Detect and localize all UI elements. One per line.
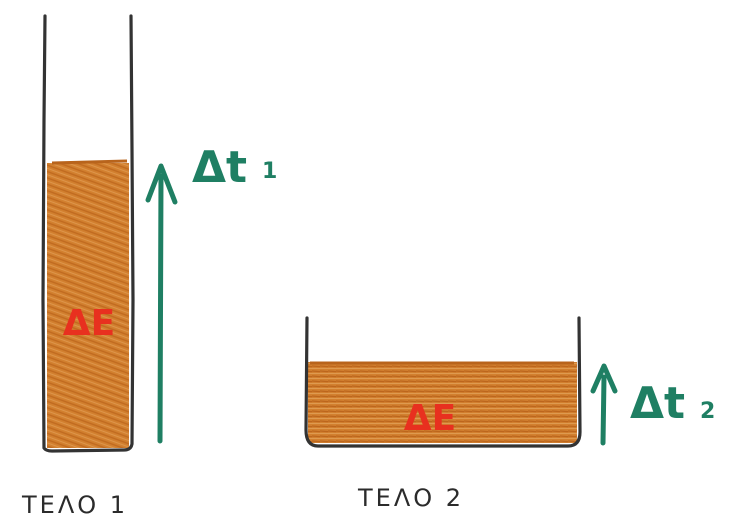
- body-1: ΔE Δt 1 ΤΕΛΟ 1: [21, 14, 277, 519]
- body-2-delta-t-label: Δt 2: [630, 378, 715, 429]
- body-1-delta-t-label: Δt 1: [192, 142, 277, 193]
- body-1-container: [41, 14, 135, 453]
- svg-text:1: 1: [262, 159, 277, 184]
- body-2-caption: ΤΕΛΟ 2: [357, 484, 464, 512]
- body-2-container: [304, 316, 582, 448]
- body-2-energy-fill: [308, 362, 577, 443]
- body-1-energy-fill: [47, 163, 129, 448]
- body-1-fill-level: [51, 159, 128, 165]
- svg-text:Δt: Δt: [630, 378, 685, 429]
- body-1-rise-arrow: [145, 163, 178, 444]
- body-2: ΔE Δt 2 ΤΕΛΟ 2: [304, 316, 715, 512]
- body-2-energy-label: ΔE: [404, 398, 456, 439]
- body-2-rise-arrow: [590, 363, 618, 446]
- svg-text:Δt: Δt: [192, 142, 247, 193]
- body-1-energy-label: ΔE: [63, 303, 115, 344]
- svg-text:2: 2: [700, 399, 715, 424]
- body-1-caption: ΤΕΛΟ 1: [21, 491, 128, 519]
